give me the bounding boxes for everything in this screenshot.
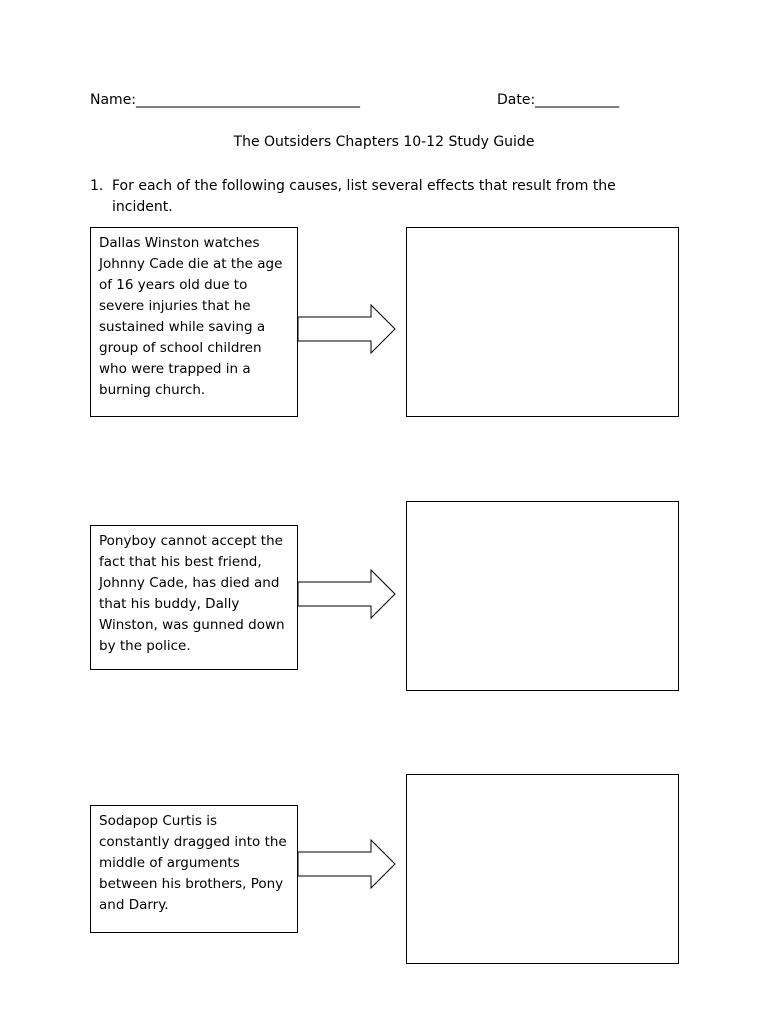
right-arrow-icon xyxy=(297,304,396,354)
question-text: For each of the following causes, list s… xyxy=(112,178,616,215)
effect-box-2[interactable] xyxy=(406,501,679,691)
date-field: Date:____________ xyxy=(497,92,620,108)
cause-box-1: Dallas Winston watches Johnny Cade die a… xyxy=(90,227,298,417)
question-number: 1. xyxy=(90,178,104,194)
name-field: Name:________________________________ xyxy=(90,92,361,108)
right-arrow-icon xyxy=(297,569,396,619)
page-title: The Outsiders Chapters 10-12 Study Guide xyxy=(233,134,535,150)
cause-text-1: Dallas Winston watches Johnny Cade die a… xyxy=(99,235,283,398)
cause-box-3: Sodapop Curtis is constantly dragged int… xyxy=(90,805,298,933)
effect-box-3[interactable] xyxy=(406,774,679,964)
cause-box-2: Ponyboy cannot accept the fact that his … xyxy=(90,525,298,670)
cause-text-3: Sodapop Curtis is constantly dragged int… xyxy=(99,813,287,913)
cause-text-2: Ponyboy cannot accept the fact that his … xyxy=(99,533,285,654)
right-arrow-icon xyxy=(297,839,396,889)
effect-box-1[interactable] xyxy=(406,227,679,417)
